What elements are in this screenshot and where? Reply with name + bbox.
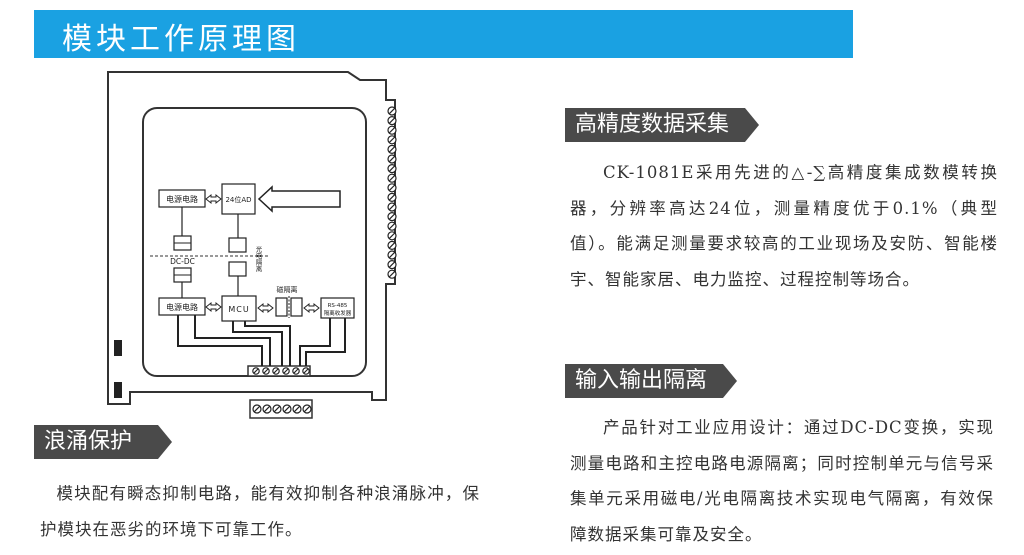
page-title: 模块工作原理图 (62, 22, 300, 57)
surge-heading: 浪涌保护 (34, 425, 172, 459)
mag-iso-right (290, 297, 303, 317)
mcu-iso-arrow (257, 302, 274, 314)
mcu-block (221, 295, 257, 322)
opto-lower (228, 261, 247, 277)
inner-connector (247, 365, 311, 377)
isolation-text: 产品针对工业应用设计：通过DC-DC变换，实现测量电路和主控电路电源隔离；同时控… (570, 418, 994, 544)
power-mcu-arrow (205, 301, 222, 313)
adc-label: 24位AD (225, 195, 251, 204)
power-ad-arrow (205, 193, 222, 205)
precision-text: CK-1081E采用先进的△-∑高精度集成数模转换器，分辨率高达24位，测量精度… (570, 163, 998, 289)
rs485-block (320, 297, 355, 319)
opto-upper (228, 237, 247, 253)
mag-iso-left (275, 297, 288, 317)
magnetic-isolation-label: 磁隔离 (277, 285, 298, 294)
power-circuit-bottom-block (158, 297, 206, 316)
module-block-diagram: 电源电路 24位AD DC-DC 光电隔离 电源电路 MCU 磁隔离 RS-48… (107, 71, 397, 419)
terminal-strip-bottom (249, 399, 313, 419)
mount-clip-top (114, 340, 122, 356)
isolation-heading: 输入输出隔离 (565, 364, 737, 398)
surge-text: 模块配有瞬态抑制电路，能有效抑制各种浪涌脉冲，保护模块在恶劣的环境下可靠工作。 (40, 484, 480, 539)
optocoupler-label: 光电隔离 (254, 245, 262, 273)
terminal-strip-right (387, 106, 397, 279)
input-signal-arrow (257, 185, 341, 213)
wiring (177, 315, 346, 366)
precision-heading: 高精度数据采集 (565, 108, 759, 142)
title-banner (34, 10, 853, 58)
dcdc-label: DC-DC (170, 257, 195, 266)
power-circuit-bottom-label: 电源电路 (166, 302, 198, 312)
mount-clip-bottom (114, 382, 122, 398)
power-circuit-top-label: 电源电路 (166, 194, 198, 204)
rs485-label-line2: 隔离收发器 (324, 309, 352, 317)
mcu-label: MCU (228, 305, 249, 314)
rs485-label-line1: RS-485 (328, 303, 348, 309)
iso-rs485-arrow (303, 302, 320, 314)
